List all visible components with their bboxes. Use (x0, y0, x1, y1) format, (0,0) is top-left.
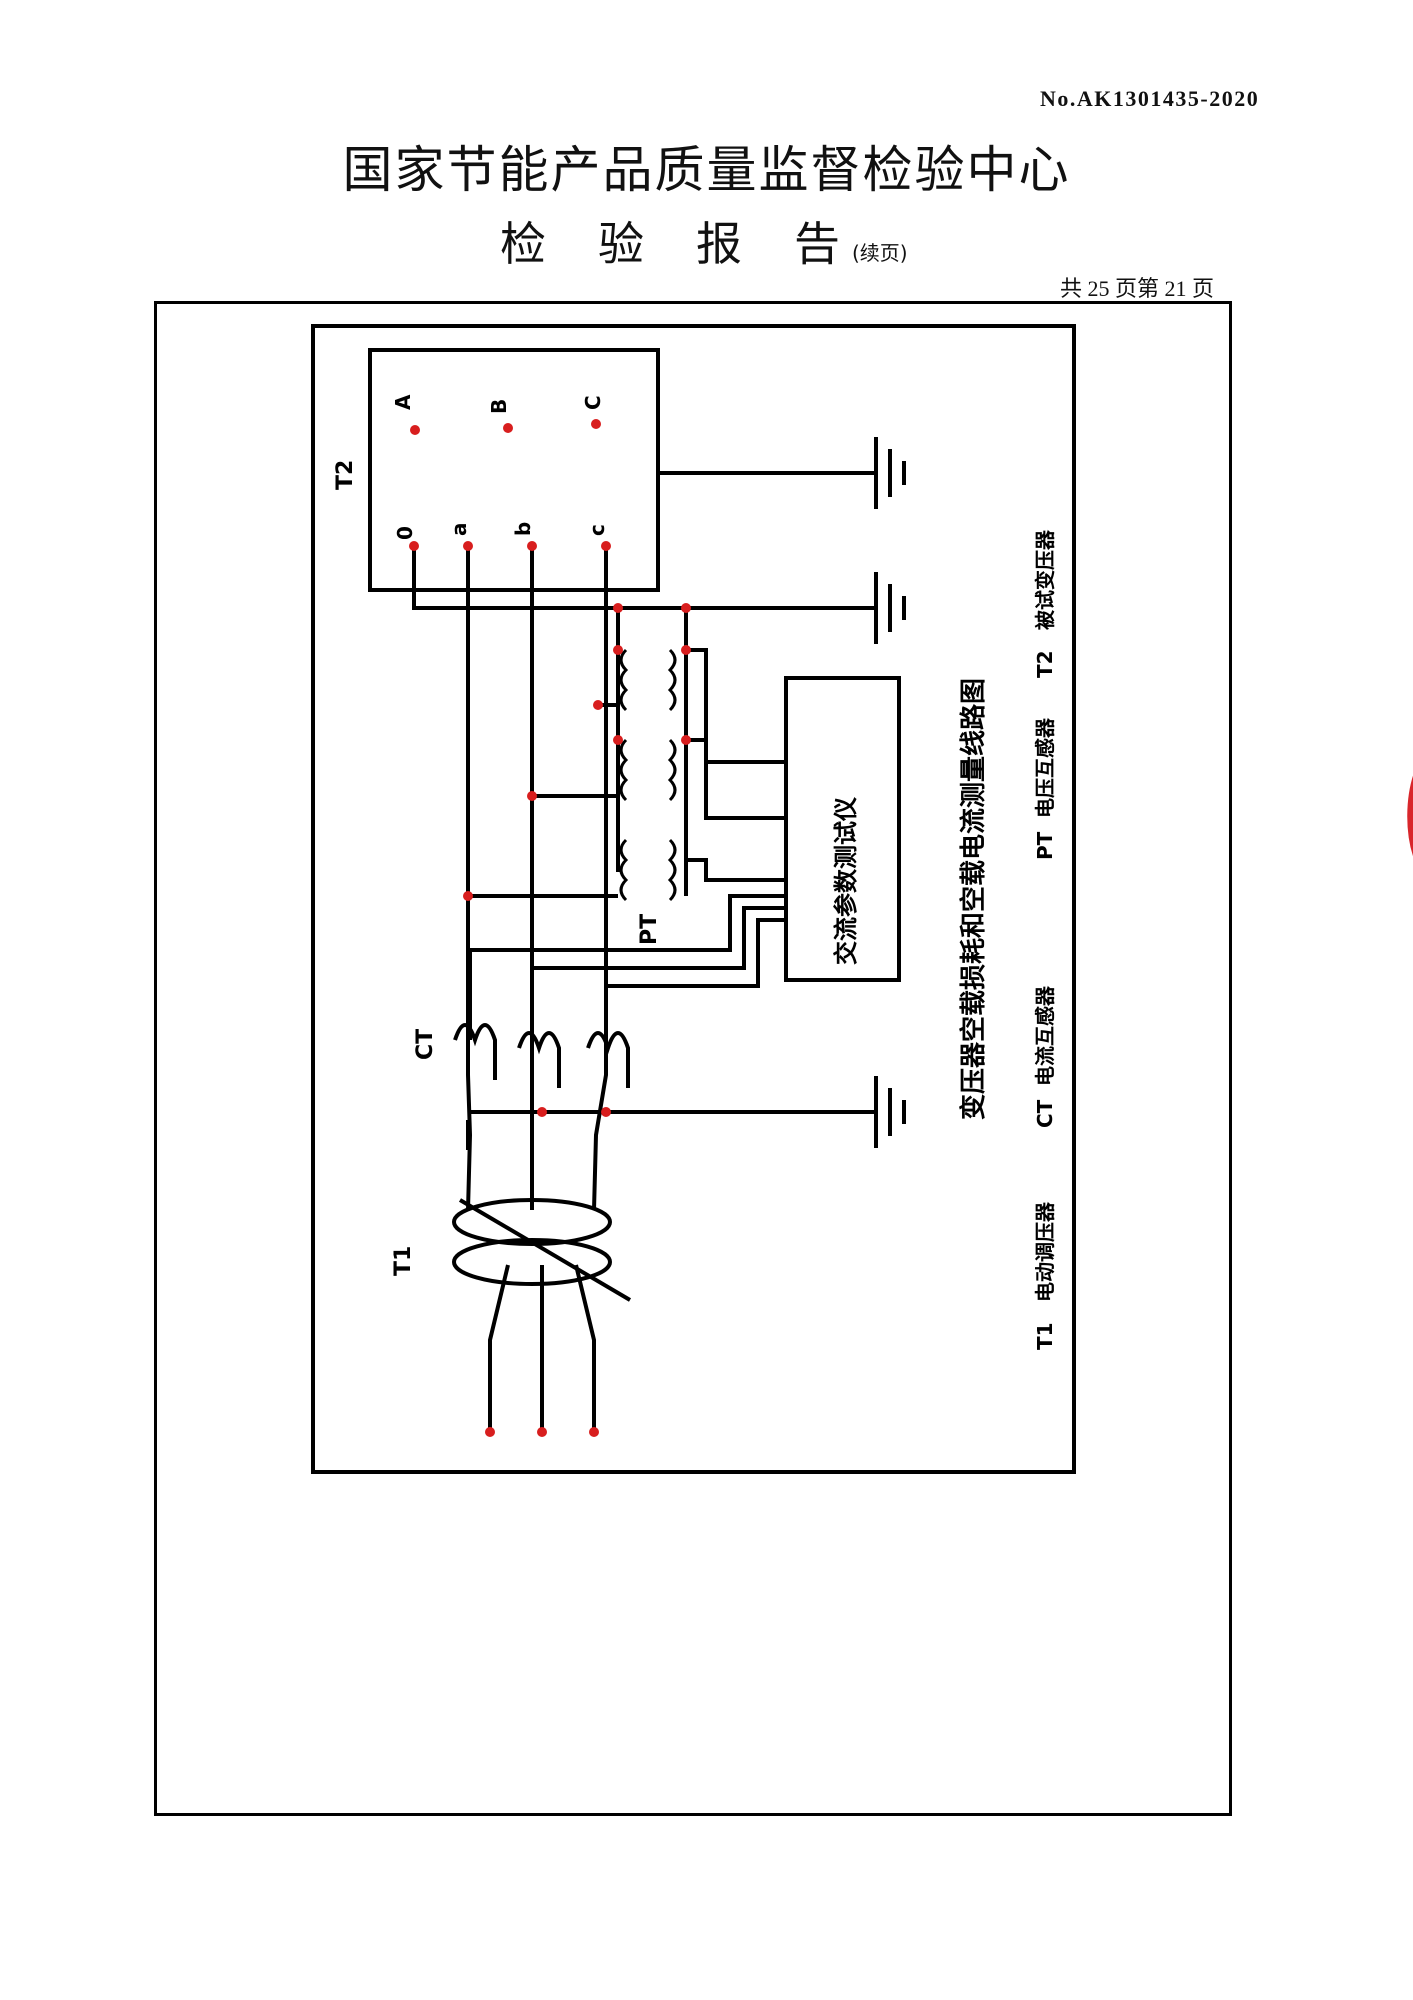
terminal-b: b (511, 522, 535, 536)
diagram-caption: 变压器空载损耗和空载电流测量线路图 (958, 678, 989, 1120)
legend-code-pt: PT (1033, 831, 1057, 860)
ground-icon (874, 1074, 906, 1150)
terminal-C: C (581, 395, 605, 410)
legend-desc-pt: 电压互感器 (1033, 717, 1057, 818)
legend-desc-t2: 被试变压器 (1033, 529, 1057, 630)
diagram-border (311, 324, 1076, 1474)
legend-code-ct: CT (1033, 1099, 1057, 1128)
legend-desc-t1: 电动调压器 (1033, 1201, 1057, 1302)
terminal-B: B (487, 399, 511, 414)
legend-code-t2: T2 (1033, 650, 1057, 678)
legend-code-t1: T1 (1033, 1322, 1057, 1350)
organization-title: 国家节能产品质量监督检验中心 (342, 141, 1071, 199)
t2-label: T2 (333, 460, 358, 490)
terminal-A: A (391, 394, 415, 410)
ac-parameter-tester-box (784, 676, 901, 982)
document-title: 检验报告(续页) (500, 208, 1000, 274)
report-number: No.AK1301435-2020 (1040, 86, 1260, 111)
ground-icon (874, 435, 906, 511)
report-content-frame (154, 301, 1232, 1816)
terminal-c: c (585, 524, 609, 536)
t1-label: T1 (391, 1246, 416, 1276)
official-seal-icon (1407, 776, 1413, 856)
pt-label: PT (637, 914, 662, 945)
t2-transformer-box (368, 348, 660, 592)
document-title-text: 检验报告 (500, 217, 892, 271)
page-counter: 共 25 页第 21 页 (1060, 276, 1215, 301)
terminal-0: 0 (393, 526, 417, 540)
continuation-mark: (续页) (852, 241, 908, 265)
instrument-label: 交流参数测试仪 (832, 796, 860, 965)
ground-icon (874, 570, 906, 646)
ct-label: CT (413, 1029, 438, 1060)
legend-desc-ct: 电流互感器 (1033, 985, 1057, 1086)
terminal-a: a (447, 523, 471, 537)
